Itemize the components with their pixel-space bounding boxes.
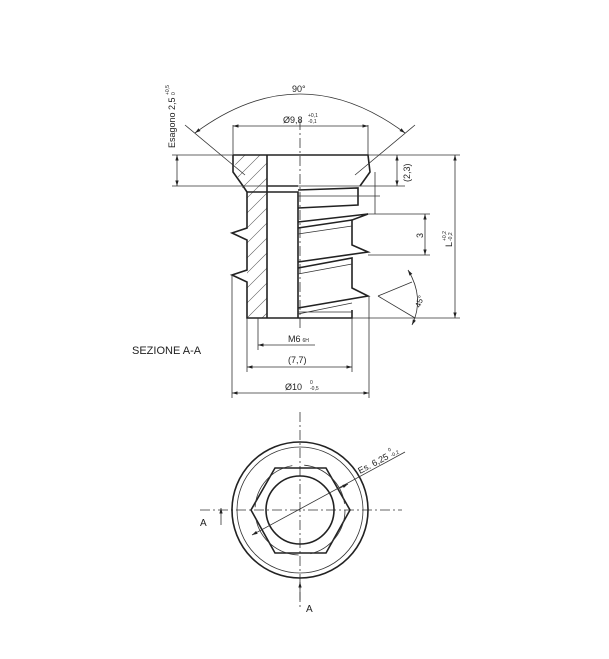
- svg-text:+0,5: +0,5: [165, 85, 171, 95]
- thread-angle-label: 45°: [413, 294, 426, 308]
- svg-text:0: 0: [387, 447, 392, 454]
- svg-text:-0,2: -0,2: [390, 449, 401, 458]
- svg-text:L: L: [444, 242, 454, 247]
- flange-height-label: (2,3): [402, 163, 412, 182]
- svg-text:Es. 6,25: Es. 6,25: [356, 451, 390, 475]
- section-view: [229, 120, 371, 330]
- svg-text:-0,2: -0,2: [448, 232, 454, 241]
- body-diameter-label: (7,7): [288, 355, 307, 365]
- svg-text:0: 0: [171, 92, 177, 95]
- svg-text:Esagono 2,5: Esagono 2,5: [167, 97, 177, 148]
- tol-upper: +0,1: [308, 113, 318, 119]
- hex-size-label: Es. 6,25 0 -0,2: [356, 447, 401, 476]
- outer-diameter-label: Ø10: [285, 382, 302, 392]
- tol-lower: -0,1: [308, 119, 317, 125]
- svg-text:+0,2: +0,2: [442, 231, 448, 241]
- section-marker-left: A: [200, 518, 207, 529]
- dimensions: 90° Ø9,8 +0,1 -0,1 Esagono 2,5 +0,5 0 (2…: [165, 84, 460, 398]
- thread-pitch-label: 3: [415, 233, 425, 238]
- tol-lower: -0,5: [310, 386, 319, 392]
- tol-upper: 0: [310, 380, 313, 386]
- flange-diameter-label: Ø9,8: [283, 115, 303, 125]
- angle-90-label: 90°: [292, 84, 306, 94]
- section-marker-bottom: A: [306, 604, 313, 615]
- hex-depth-label: Esagono 2,5 +0,5 0: [165, 85, 177, 148]
- end-view: Es. 6,25 0 -0,2 A A: [200, 412, 406, 615]
- section-label: SEZIONE A-A: [132, 345, 202, 357]
- hatch: [233, 155, 267, 318]
- length-label: L +0,2 -0,2: [442, 231, 454, 247]
